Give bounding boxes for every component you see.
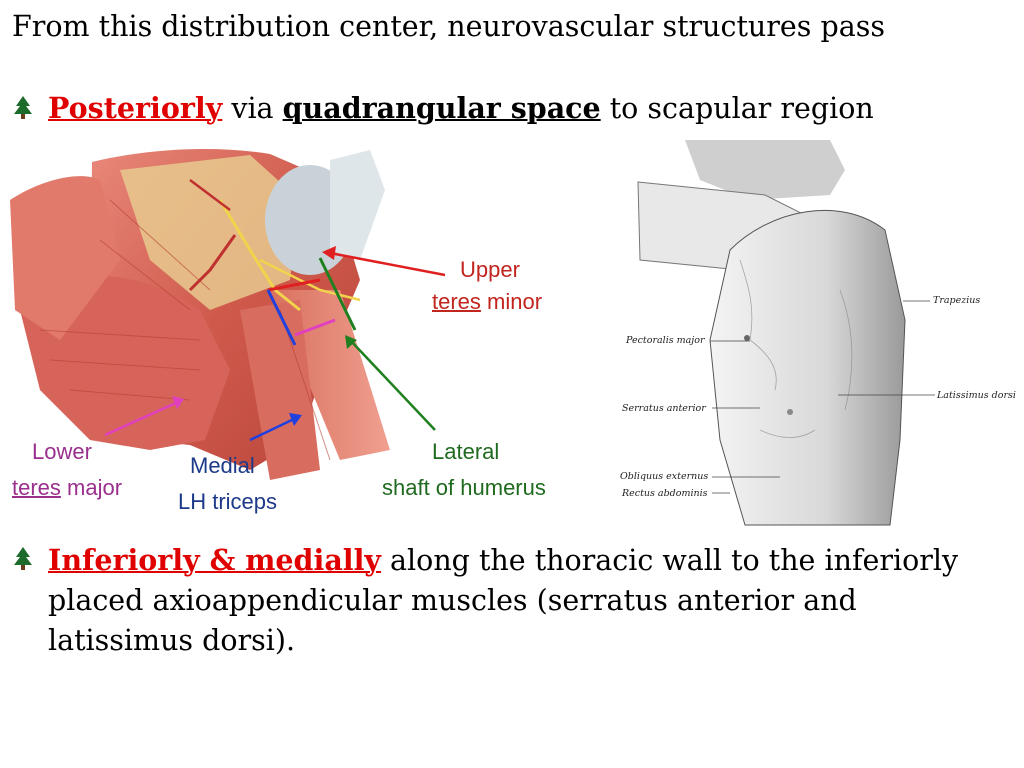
bullet2-text: Inferiorly & medially along the thoracic… [48, 540, 1010, 661]
rectus-abdominis-label: Rectus abdominis [622, 488, 708, 499]
lateral-humerus-arrow [345, 335, 436, 431]
inferiorly-medially-term: Inferiorly & medially [48, 543, 381, 577]
latissimus-dorsi-label: Latissimus dorsi [937, 390, 1016, 401]
upper-teres-minor-arrow [322, 246, 446, 277]
intro-text: From this distribution center, neurovasc… [12, 10, 885, 43]
medial-label: Medial [190, 453, 255, 478]
shaft-humerus-label: shaft of humerus [382, 475, 546, 500]
medial-lh-triceps-arrow [249, 413, 302, 442]
quadrangular-space-term: quadrangular space [282, 91, 601, 125]
bullet-posteriorly: Posteriorly via quadrangular space to sc… [10, 88, 1010, 129]
pectoralis-major-label: Pectoralis major [626, 335, 705, 346]
lower-teres-major-arrow [104, 396, 184, 437]
surface-anatomy-figure: Trapezius Pectoralis major Latissimus do… [600, 140, 1024, 530]
serratus-anterior-label: Serratus anterior [622, 403, 706, 414]
bullet2-rest: along the thoracic wall to the inferiorl… [48, 544, 959, 657]
via-text: via [222, 92, 283, 125]
shoulder-muscle-illustration [10, 148, 446, 480]
teres-minor-label: teres minor [432, 289, 543, 314]
tree-bullet-icon [14, 547, 32, 570]
posteriorly-term: Posteriorly [48, 91, 223, 125]
shoulder-posterior-figure: Upper teres minor Lower teres major Medi… [0, 140, 580, 525]
tree-bullet-icon [14, 96, 32, 119]
scapular-text: to scapular region [600, 92, 874, 125]
lateral-label: Lateral [432, 439, 500, 464]
lower-label: Lower [32, 439, 92, 464]
trapezius-label: Trapezius [933, 295, 981, 306]
torso-sketch-illustration [637, 140, 935, 526]
obliquus-externus-label: Obliquus externus [620, 471, 709, 482]
lh-triceps-label: LH triceps [178, 489, 278, 514]
upper-label: Upper [460, 257, 520, 282]
teres-major-label: teres major [12, 475, 123, 500]
bullet-inferiorly-medially: Inferiorly & medially along the thoracic… [10, 540, 1010, 661]
